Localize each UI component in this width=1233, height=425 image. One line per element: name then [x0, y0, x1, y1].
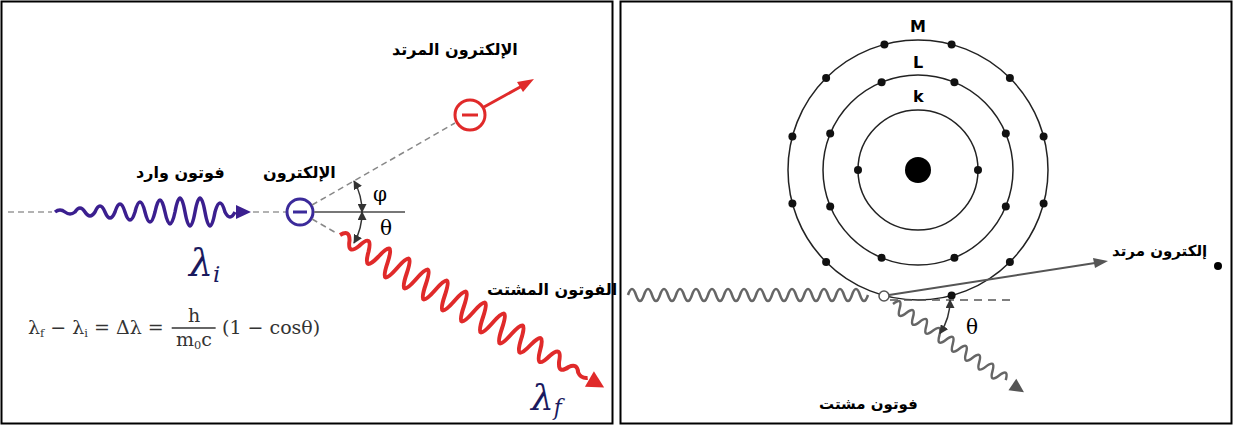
angle-arc — [354, 212, 362, 243]
recoil-electron-label: الإلكترون المرتد — [392, 41, 518, 59]
scattered-photon — [889, 298, 1028, 398]
electron-dot — [1040, 200, 1048, 208]
scatter-path — [312, 219, 338, 234]
scattered-photon-label: الفوتون المشتت — [487, 281, 617, 299]
formula: m0c — [176, 329, 212, 351]
recoil-electron-label: إلكترون مرتد — [1112, 243, 1207, 260]
angle-arc — [354, 181, 362, 212]
electron-dots — [788, 40, 1047, 299]
electron-dot — [822, 74, 830, 82]
incident-photon-wave — [628, 289, 868, 301]
angle-label: θ — [380, 217, 392, 240]
scattered-photon — [333, 223, 611, 400]
electron-dot — [950, 254, 958, 262]
arrow-head — [585, 371, 609, 395]
shell-m — [788, 40, 1048, 300]
electron-dot — [878, 254, 886, 262]
panel-frame — [621, 2, 1232, 424]
electron-dot — [948, 292, 956, 300]
electron-dot — [1002, 202, 1010, 210]
electron-dot — [878, 78, 886, 86]
photon-label: فوتون وارد — [136, 164, 225, 182]
formula: h — [188, 305, 200, 327]
electron-dot — [1040, 132, 1048, 140]
minus-sign — [462, 114, 478, 117]
electron-symbol — [287, 199, 313, 225]
electron-dot — [1006, 74, 1014, 82]
nucleus — [905, 157, 931, 183]
shell-k — [858, 110, 978, 230]
incident-path — [253, 211, 286, 213]
shell-l — [823, 75, 1013, 265]
electron-label: الإلكترون — [263, 164, 336, 182]
reference-line — [890, 299, 1015, 301]
formula: λf − λi = Δλ = — [28, 317, 164, 339]
wavelength-label: λf — [531, 377, 562, 418]
wavelength-label: λi — [189, 242, 220, 286]
recoil-electron-symbol — [455, 100, 485, 130]
incident-photon-wave — [55, 198, 235, 226]
electron-dot — [1006, 258, 1014, 266]
electron-dot — [1214, 262, 1222, 270]
reference-line — [314, 211, 405, 213]
arrow-head — [1093, 258, 1108, 268]
shell-label: M — [908, 18, 928, 36]
electron-dot — [880, 40, 888, 48]
scattered-photon-wave — [333, 223, 595, 390]
electron-dot — [826, 130, 834, 138]
electron-dot — [950, 78, 958, 86]
formula: (1 − cosθ) — [222, 317, 320, 339]
electron-dot — [788, 200, 796, 208]
electron-dot — [974, 166, 982, 174]
electron-dot — [948, 40, 956, 48]
electron-dot — [788, 132, 796, 140]
angle-label: θ — [966, 316, 978, 339]
electron-dot — [822, 258, 830, 266]
angle-arc — [940, 300, 950, 334]
electron-dot — [854, 166, 862, 174]
shell-label: k — [911, 88, 926, 106]
collision-point — [879, 291, 889, 301]
recoil-arrow — [484, 86, 522, 107]
recoil-arrow — [889, 263, 1095, 295]
electron-dot — [1002, 130, 1010, 138]
arrow-head — [236, 205, 251, 219]
electron-dot — [826, 202, 834, 210]
angle-label: φ — [373, 183, 387, 206]
minus-sign — [293, 211, 307, 214]
arrow-head — [517, 79, 534, 92]
arrow-head — [1008, 379, 1027, 398]
shell-label: L — [911, 54, 925, 72]
panel-frame — [2, 2, 613, 424]
scattered-photon-label: فوتون مشتت — [819, 396, 918, 413]
scattered-photon-wave — [890, 299, 1009, 385]
incident-path — [8, 211, 52, 213]
